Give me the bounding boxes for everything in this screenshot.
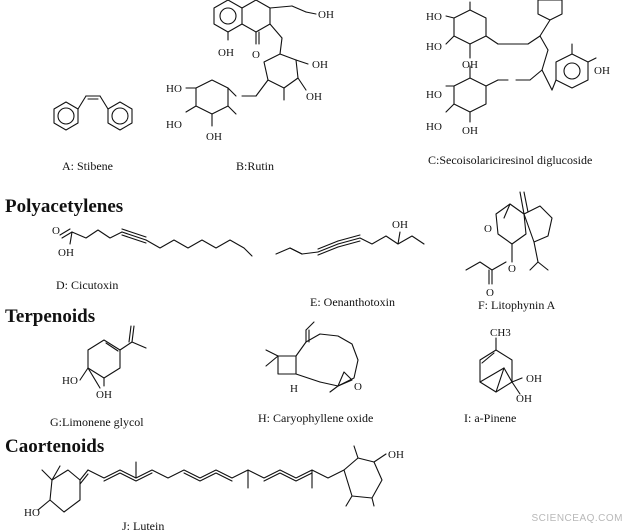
litophynin-structure: [465, 191, 553, 285]
oenanthotoxin-structure: [275, 231, 425, 256]
caption-pinene: I: a-Pinene: [464, 411, 517, 425]
atom-label-ho: HO: [426, 121, 442, 133]
heading-terpenoids: Terpenoids: [5, 306, 96, 327]
heading-carotenoids: Caortenoids: [5, 436, 105, 457]
caption-stilbene: A: Stibene: [62, 159, 113, 173]
atom-label-oh: OH: [306, 91, 322, 103]
atom-label-h: H: [290, 383, 298, 395]
caption-oenanthotoxin: E: Oenanthotoxin: [310, 295, 395, 309]
atom-label-oh: OH: [388, 449, 404, 461]
caption-lutein: J: Lutein: [122, 519, 165, 530]
caption-rutin: B:Rutin: [236, 159, 275, 173]
heading-polyacetylenes: Polyacetylenes: [5, 196, 124, 217]
atom-label-ho: HO: [166, 119, 182, 131]
atom-label-oh: OH: [392, 219, 408, 231]
atom-label-oh: OH: [218, 47, 234, 59]
atom-label-oh: OH: [312, 59, 328, 71]
atom-label-ho: HO: [426, 11, 442, 23]
lutein-structure: [37, 445, 387, 513]
rutin-structure: [185, 0, 317, 127]
caption-caryophyllene-oxide: H: Caryophyllene oxide: [258, 411, 374, 425]
atom-labels: OH OH O OH OH HO HO OH HO HO OH HO HO OH…: [24, 9, 610, 519]
atom-label-oh: OH: [58, 247, 74, 259]
atom-label-o: O: [52, 225, 60, 237]
atom-label-ho: HO: [24, 507, 40, 519]
watermark: SCIENCEAQ.COM: [531, 513, 623, 524]
caption-limonene-glycol: G:Limonene glycol: [50, 415, 144, 429]
atom-label-ho: HO: [166, 83, 182, 95]
atom-label-oh: OH: [594, 65, 610, 77]
atom-label-o: O: [508, 263, 516, 275]
atom-label-oh: OH: [462, 125, 478, 137]
cicutoxin-structure: [59, 228, 253, 257]
limonene-glycol-structure: [79, 325, 147, 389]
stilbene-structure: [53, 95, 133, 131]
atom-label-o: O: [252, 49, 260, 61]
atom-label-oh: OH: [206, 131, 222, 143]
pinene-structure: [479, 337, 523, 395]
atom-label-oh: OH: [526, 373, 542, 385]
atom-label-ho: HO: [426, 89, 442, 101]
atom-label-oh: OH: [318, 9, 334, 21]
atom-label-oh: OH: [462, 59, 478, 71]
caption-litophynin: F: Litophynin A: [478, 298, 556, 312]
atom-label-oh: OH: [96, 389, 112, 401]
atom-label-o: O: [354, 381, 362, 393]
caption-secoisolariciresinol: C:Secoisolariciresinol diglucoside: [428, 153, 593, 167]
atom-label-ch3: CH3: [490, 327, 511, 339]
atom-label-oh: OH: [516, 393, 532, 405]
atom-label-ho: HO: [62, 375, 78, 387]
atom-label-o: O: [484, 223, 492, 235]
caryophyllene-oxide-structure: [265, 321, 359, 393]
secoisolariciresinol-structure: [445, 0, 597, 123]
atom-label-o: O: [486, 287, 494, 299]
atom-label-ho: HO: [426, 41, 442, 53]
caption-cicutoxin: D: Cicutoxin: [56, 278, 119, 292]
